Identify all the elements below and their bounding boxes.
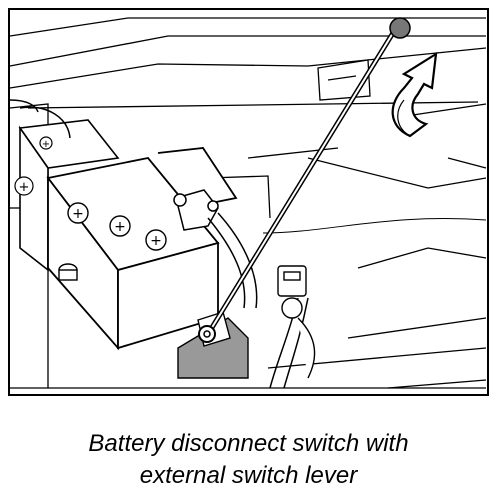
external-switch-lever [198, 26, 399, 343]
figure-caption: Battery disconnect switch with external … [0, 428, 497, 492]
caption-line-2: external switch lever [139, 462, 358, 489]
caption-line-1: Battery disconnect switch with [88, 430, 409, 457]
svg-text:+: + [19, 180, 30, 195]
rotation-arrow-icon [391, 51, 438, 138]
battery-rear-terminal-1: + [39, 136, 53, 150]
engine-bay-panels [9, 17, 487, 389]
battery-illustration: + + + + + [8, 8, 489, 396]
connector-block [277, 265, 316, 379]
battery-cables [9, 99, 309, 389]
battery-front-terminal-1: + [67, 202, 89, 224]
sensor-wire [262, 218, 487, 234]
battery-side-cap [58, 263, 78, 281]
svg-text:+: + [150, 233, 162, 249]
battery-front-terminal-3: + [145, 229, 167, 251]
battery-rear-terminal-2: + [14, 176, 34, 196]
lever-knob [389, 17, 411, 39]
illustration-svg: + + + + + [8, 8, 489, 396]
terminal-clamp [173, 189, 219, 231]
svg-text:+: + [72, 206, 84, 222]
svg-text:+: + [114, 219, 126, 235]
battery-front-terminal-2: + [109, 215, 131, 237]
battery-rear [18, 119, 120, 272]
svg-text:+: + [42, 139, 50, 150]
battery-front [46, 147, 238, 351]
